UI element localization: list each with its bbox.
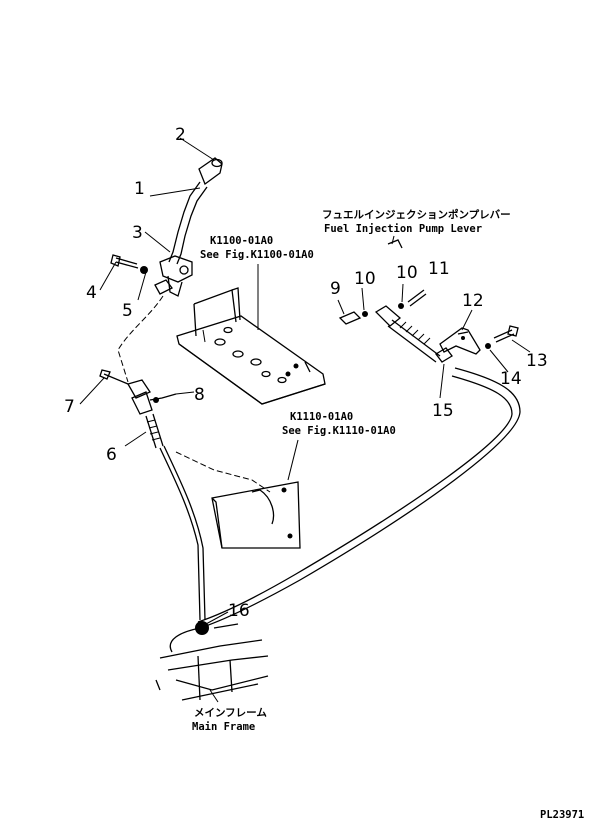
callout-9: 9 <box>330 279 341 299</box>
ref1-jp: K1100-01A0 <box>210 235 273 247</box>
callout-numbers: 1 2 3 4 5 6 7 8 9 10 10 11 12 13 14 15 1… <box>64 125 548 621</box>
callout-5: 5 <box>122 301 133 321</box>
reference-labels: K1100-01A0 See Fig.K1100-01A0 K1110-01A0… <box>192 208 584 821</box>
fuel-lever-en: Fuel Injection Pump Lever <box>324 223 482 235</box>
callout-14: 14 <box>500 369 522 389</box>
floor-plate <box>176 287 326 405</box>
callout-10a: 10 <box>354 269 376 289</box>
callout-15: 15 <box>432 401 454 421</box>
fuel-lever-jp: フュエルインジェクションポンプレバー <box>322 208 511 221</box>
main-frame-en: Main Frame <box>192 721 255 733</box>
pump-lever-assembly <box>338 239 519 363</box>
callout-10b: 10 <box>396 263 418 283</box>
leader-lines <box>79 137 531 703</box>
callout-6: 6 <box>106 445 117 465</box>
lever-assembly <box>110 157 223 297</box>
ref2-jp: K1110-01A0 <box>290 411 353 423</box>
cable-assembly <box>99 369 206 621</box>
callout-11: 11 <box>428 259 450 279</box>
callout-12: 12 <box>462 291 484 311</box>
ref1-en: See Fig.K1100-01A0 <box>200 249 314 261</box>
main-frame-jp: メインフレーム <box>194 707 267 719</box>
ref2-en: See Fig.K1110-01A0 <box>282 425 396 437</box>
callout-7: 7 <box>64 397 75 417</box>
callout-8: 8 <box>194 385 205 405</box>
callout-1: 1 <box>134 179 145 199</box>
main-frame <box>155 621 269 701</box>
side-frame <box>211 481 301 549</box>
callout-4: 4 <box>86 283 97 303</box>
callout-3: 3 <box>132 223 143 243</box>
callout-13: 13 <box>526 351 548 371</box>
callout-16: 16 <box>228 601 250 621</box>
drawing-id: PL23971 <box>540 809 584 821</box>
callout-2: 2 <box>175 125 186 145</box>
